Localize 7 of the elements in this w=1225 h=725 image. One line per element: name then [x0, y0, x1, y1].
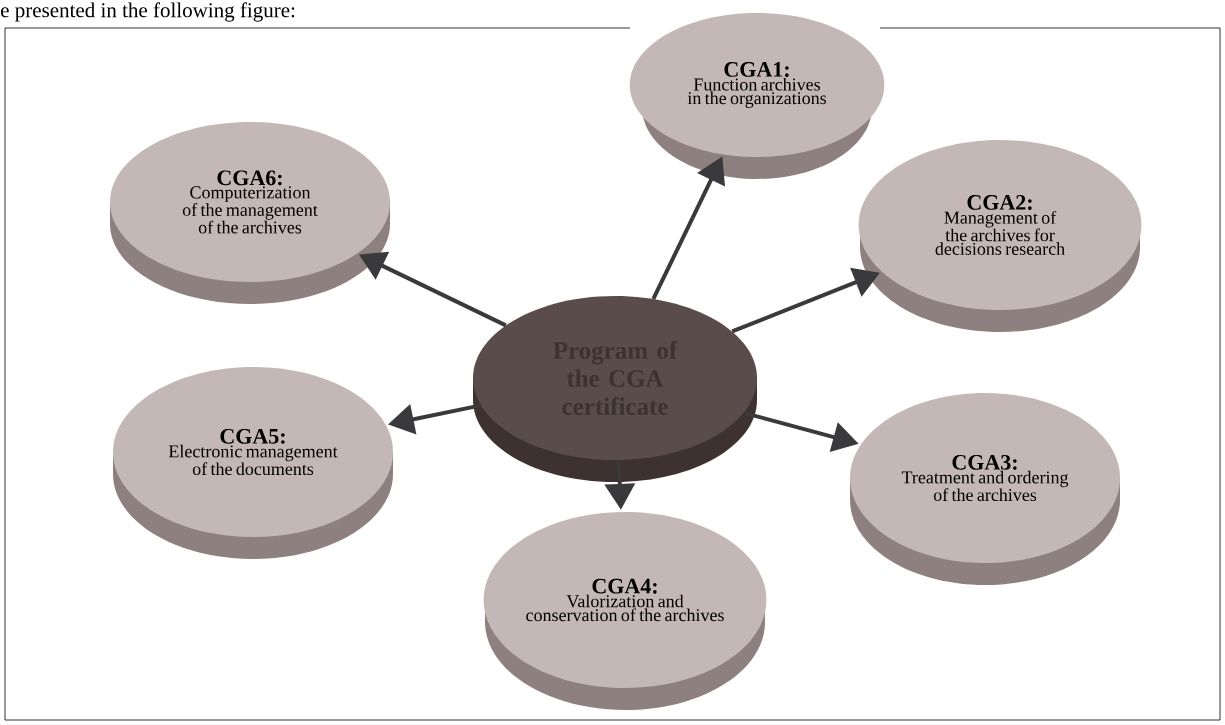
topic-disk: CGA2: Management of the archives for decisions research — [858, 140, 1142, 332]
topic-disk: CGA3: Treatment and ordering of the archives — [850, 393, 1120, 585]
topic-disk: CGA5: Electronic management of the documents — [113, 367, 393, 559]
caption-text: e presented in the following figure: — [1, 2, 295, 22]
topic-disk: CGA4: Valorization and conservation of the archives — [483, 512, 767, 710]
topic-disk: CGA1: Function archives in the organizations — [629, 13, 885, 179]
topic-disk: CGA6: Computerization of the management of the archives — [110, 122, 390, 304]
